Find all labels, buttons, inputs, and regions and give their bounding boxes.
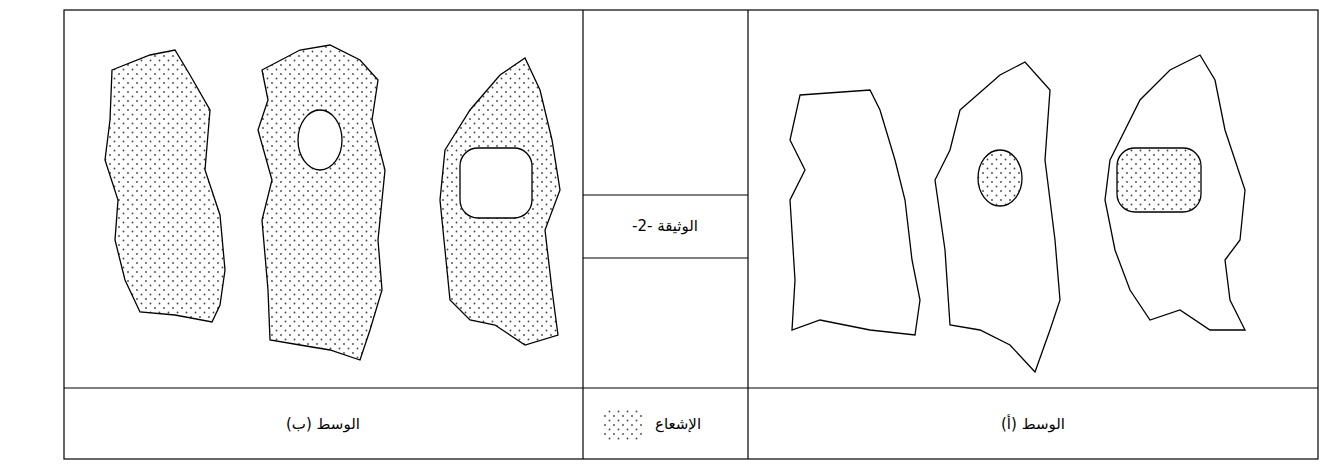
figure-title: الوثيقة -2-	[632, 217, 698, 235]
medium-label: الوسط (أ)	[1001, 415, 1065, 433]
cells-medium-b	[105, 45, 560, 360]
legend-text: الإشعاع	[655, 415, 701, 433]
cells-medium-a	[790, 55, 1245, 372]
legend-swatch	[603, 408, 643, 440]
frame-lines	[64, 10, 1318, 459]
medium-label: الوسط (ب)	[286, 415, 360, 433]
